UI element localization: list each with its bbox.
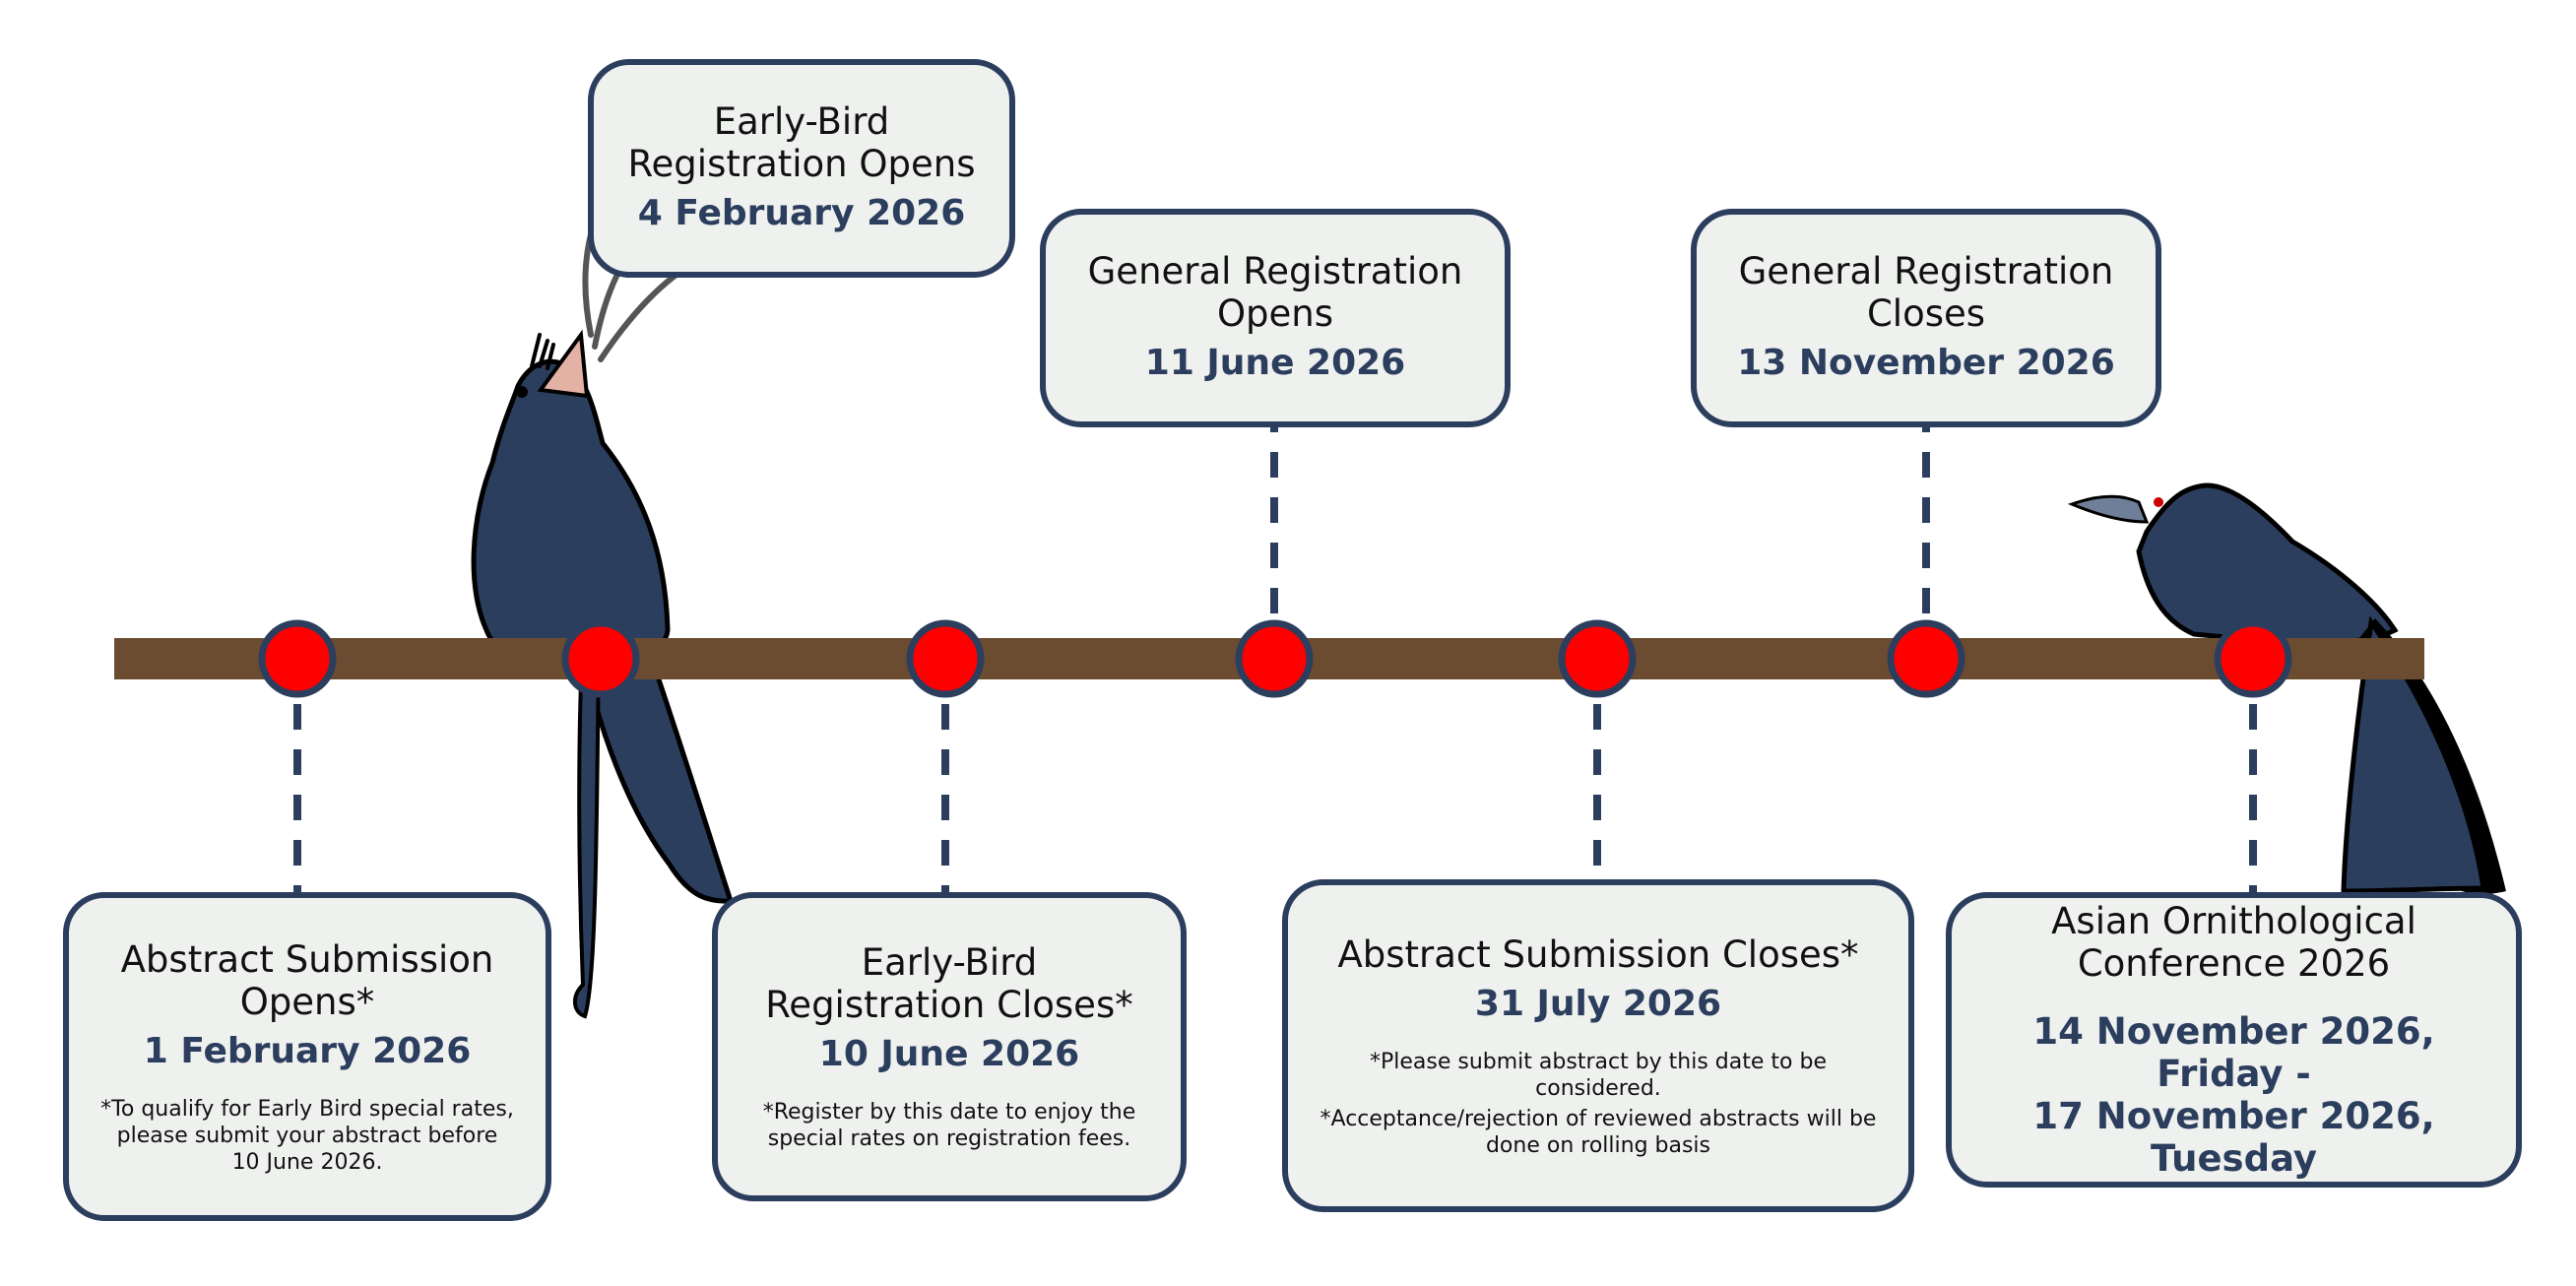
event-date: 14 November 2026, Friday -17 November 20… — [2032, 1010, 2435, 1180]
event-date: 1 February 2026 — [143, 1030, 472, 1071]
event-note: *To qualify for Early Bird special rates… — [100, 1096, 514, 1175]
event-date: 4 February 2026 — [637, 193, 966, 233]
timeline-dot-2 — [906, 619, 985, 698]
event-date: 13 November 2026 — [1737, 343, 2115, 383]
timeline-dot-4 — [1558, 619, 1637, 698]
event-title: Abstract Submission Closes* — [1337, 932, 1859, 976]
timeline-dot-6 — [2214, 619, 2292, 698]
timeline-dot-1 — [561, 619, 640, 698]
event-note: *Please submit abstract by this date to … — [1370, 1049, 1827, 1101]
timeline-dot-3 — [1235, 619, 1314, 698]
right-bird-icon — [2067, 482, 2506, 895]
event-date: 31 July 2026 — [1474, 983, 1722, 1024]
timeline-dot-5 — [1887, 619, 1965, 698]
event-card-abstract-submission-closes: Abstract Submission Closes* 31 July 2026… — [1282, 879, 1914, 1212]
timeline-dot-0 — [258, 619, 337, 698]
event-note-secondary: *Acceptance/rejection of reviewed abstra… — [1320, 1106, 1877, 1158]
event-date: 10 June 2026 — [818, 1034, 1080, 1074]
event-date: 11 June 2026 — [1144, 343, 1406, 383]
